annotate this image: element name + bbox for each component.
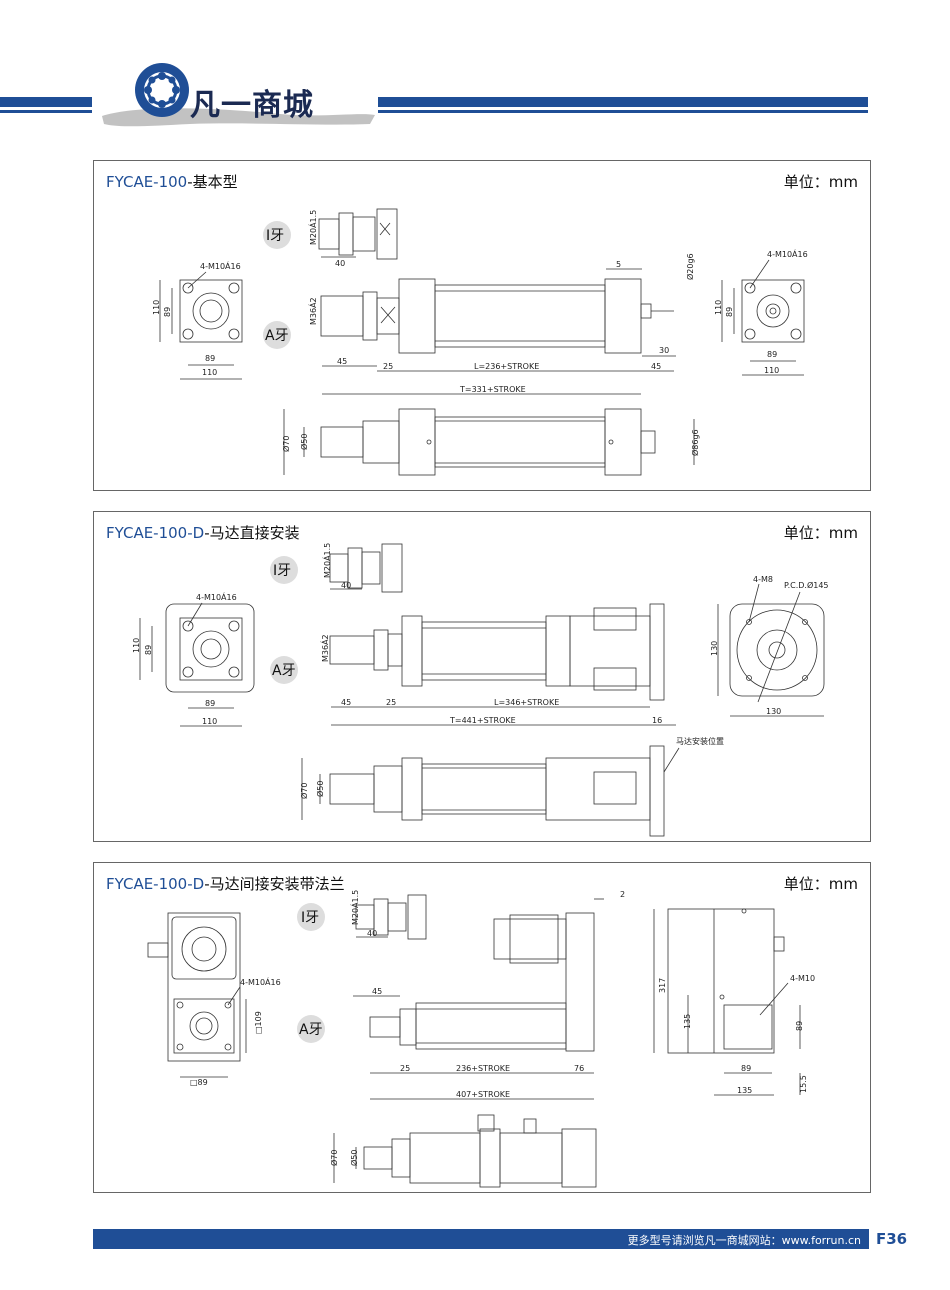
dim-m20: M20Á1.5 <box>349 890 360 925</box>
dim-89-right-v: 89 <box>725 307 734 317</box>
model-suffix: -基本型 <box>187 173 238 191</box>
dim-T: 407+STROKE <box>456 1090 510 1099</box>
model-suffix: -马达直接安装 <box>204 524 300 542</box>
header-bar-left <box>0 97 92 107</box>
dim-m10: 4-M10Á16 <box>196 591 237 602</box>
technical-drawing-basic: I牙 M20Á1.5 40 4-M10Á16 110 89 89 110 A牙 … <box>152 208 808 476</box>
drawing-panel-direct-motor: FYCAE-100-D-马达直接安装 单位：mm I牙 M20Á1.5 40 4… <box>93 511 871 842</box>
dim-89-h: 89 <box>205 699 215 708</box>
dim-89-left-v: 89 <box>163 307 172 317</box>
dim-L: L=346+STROKE <box>494 698 559 707</box>
dim-25: 25 <box>383 362 393 371</box>
thread-i-badge: I牙 <box>273 563 291 579</box>
motor-install-position: 马达安装位置 <box>676 736 724 746</box>
dim-130-v: 130 <box>710 641 719 656</box>
panel-title: FYCAE-100-D-马达间接安装带法兰 <box>106 873 345 894</box>
dim-pcd: P.C.D.Ø145 <box>784 580 829 590</box>
thread-a-badge: A牙 <box>265 328 289 344</box>
panel-title: FYCAE-100-基本型 <box>106 171 238 192</box>
technical-drawing-indirect-motor: I牙 M20Á1.5 40 4-M10Á16 □109 □89 A牙 2 4 <box>147 890 815 1188</box>
dim-m10a: 4-M10Á16 <box>240 976 281 987</box>
dim-40: 40 <box>335 259 345 268</box>
dim-70: Ø70 <box>329 1150 339 1166</box>
thread-a-badge: A牙 <box>299 1022 323 1038</box>
page-number: F36 <box>876 1230 908 1248</box>
dim-25: 25 <box>400 1064 410 1073</box>
logo-text: 凡一商城 <box>190 88 314 123</box>
dim-89-v: 89 <box>795 1021 804 1031</box>
header-bar-left-thin <box>0 110 92 113</box>
dim-89-h: 89 <box>741 1064 751 1073</box>
dim-m20: M20Á1.5 <box>321 543 332 578</box>
dim-40: 40 <box>341 581 351 590</box>
dim-86g6: Ø86g6 <box>690 429 700 456</box>
unit-label: 单位：mm <box>783 875 858 893</box>
model-name: FYCAE-100-D <box>106 875 205 893</box>
footer-website-text: 更多型号请浏览凡一商城网站：www.forrun.cn <box>627 1234 861 1247</box>
dim-m20: M20Á1.5 <box>307 210 318 245</box>
panel-title: FYCAE-100-D-马达直接安装 <box>106 522 300 543</box>
dim-135-h: 135 <box>737 1086 752 1095</box>
dim-110-h: 110 <box>202 717 217 726</box>
dim-40: 40 <box>367 929 377 938</box>
dim-317: 317 <box>658 978 667 993</box>
dim-m8: 4-M8 <box>753 575 773 584</box>
unit-label: 单位：mm <box>783 173 858 191</box>
dim-45: 45 <box>337 357 347 366</box>
thread-i-badge: I牙 <box>301 910 319 926</box>
dim-T: T=441+STROKE <box>449 716 516 725</box>
header-bar-right <box>378 97 868 107</box>
dim-25: 25 <box>386 698 396 707</box>
dim-45-right: 45 <box>651 362 661 371</box>
dim-50: Ø50 <box>349 1150 359 1166</box>
dim-45: 45 <box>341 698 351 707</box>
dim-30: 30 <box>659 346 669 355</box>
model-name: FYCAE-100 <box>106 173 188 191</box>
dim-L: 236+STROKE <box>456 1064 510 1073</box>
dim-70: Ø70 <box>281 436 291 452</box>
dim-16: 16 <box>652 716 662 725</box>
dim-sq109: □109 <box>254 1011 263 1034</box>
dim-110-left-h: 110 <box>202 368 217 377</box>
brand-logo: 凡一商城 <box>100 58 400 128</box>
dim-89-v: 89 <box>144 645 153 655</box>
dim-T: T=331+STROKE <box>459 385 526 394</box>
header-bar-right-thin <box>378 110 868 113</box>
dim-89-right-h: 89 <box>767 350 777 359</box>
dim-m10-right: 4-M10Á16 <box>767 248 808 259</box>
dim-50: Ø50 <box>299 434 309 450</box>
dim-130-h: 130 <box>766 707 781 716</box>
dim-sq89: □89 <box>190 1078 208 1087</box>
dim-110-right-v: 110 <box>714 300 723 315</box>
thread-i-badge: I牙 <box>266 228 284 244</box>
drawing-panel-basic: FYCAE-100-基本型 单位：mm I牙 M20Á1.5 40 4-M10Á… <box>93 160 871 491</box>
dim-m10b: 4-M10 <box>790 974 815 983</box>
drawing-panel-indirect-motor: FYCAE-100-D-马达间接安装带法兰 单位：mm I牙 M20Á1.5 4… <box>93 862 871 1193</box>
dim-135-v: 135 <box>683 1014 692 1029</box>
dim-5: 5 <box>616 260 621 269</box>
footer-bar: 更多型号请浏览凡一商城网站：www.forrun.cn <box>93 1229 869 1249</box>
technical-drawing-direct-motor: I牙 M20Á1.5 40 4-M10Á16 110 89 89 110 A牙 … <box>132 543 829 837</box>
dim-m36: M36Á2 <box>307 297 318 325</box>
dim-89-left-h: 89 <box>205 354 215 363</box>
model-name: FYCAE-100-D <box>106 524 205 542</box>
logo-brush-mark <box>102 63 375 127</box>
dim-m10-left: 4-M10Á16 <box>200 260 241 271</box>
thread-a-badge: A牙 <box>272 663 296 679</box>
dim-70: Ø70 <box>299 783 309 799</box>
model-suffix: -马达间接安装带法兰 <box>204 875 345 893</box>
dim-110-v: 110 <box>132 638 141 653</box>
dim-110-right-h: 110 <box>764 366 779 375</box>
unit-label: 单位：mm <box>783 524 858 542</box>
dim-50: Ø50 <box>315 781 325 797</box>
dim-15-5: 15.5 <box>799 1075 808 1093</box>
dim-110-left-v: 110 <box>152 300 161 315</box>
dim-m36: M36Á2 <box>319 634 330 662</box>
dim-20g6: Ø20g6 <box>685 253 695 280</box>
dim-L: L=236+STROKE <box>474 362 539 371</box>
dim-76: 76 <box>574 1064 584 1073</box>
dim-2: 2 <box>620 890 625 899</box>
dim-45: 45 <box>372 987 382 996</box>
